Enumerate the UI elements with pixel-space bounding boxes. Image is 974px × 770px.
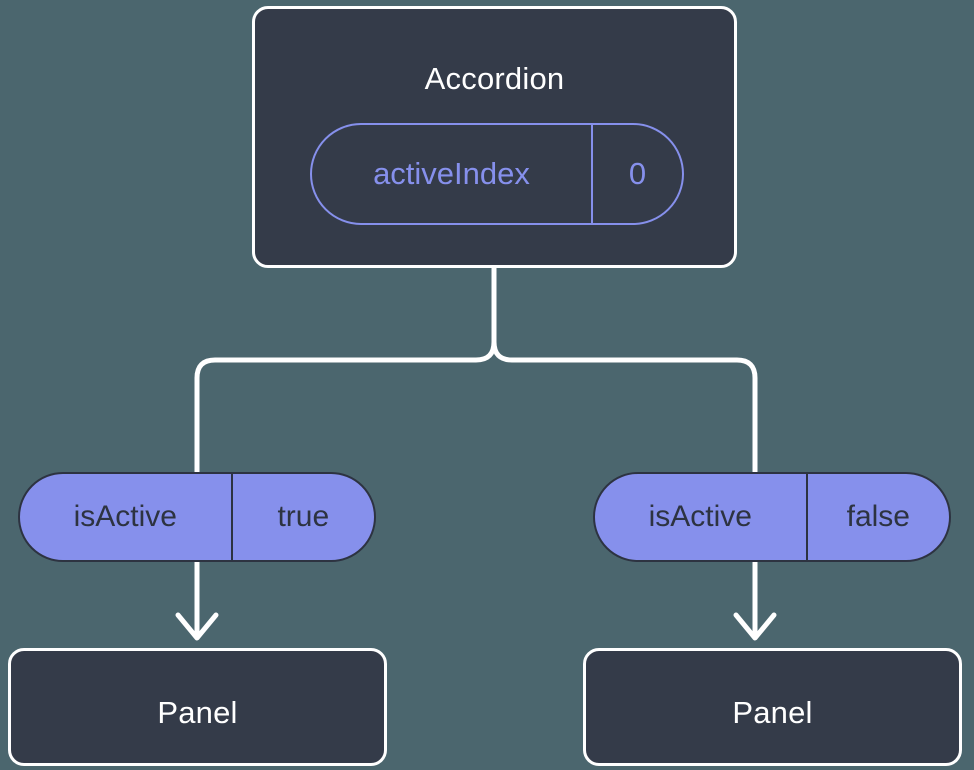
prop-pill-is-active-false[interactable]: isActive false — [593, 472, 951, 562]
arrowhead-left-icon — [175, 612, 219, 641]
prop-pill-is-active-true-value: true — [230, 474, 374, 560]
state-pill-active-index[interactable]: activeIndex 0 — [310, 123, 684, 225]
node-panel-right[interactable]: Panel — [583, 648, 962, 766]
edge-trunk-fork-right — [491, 265, 758, 475]
edge-trunk-fork — [194, 265, 497, 475]
prop-pill-is-active-true-key: isActive — [73, 500, 177, 533]
node-accordion[interactable]: Accordion activeIndex 0 — [252, 6, 737, 268]
node-panel-right-title: Panel — [732, 695, 813, 730]
prop-pill-is-active-false-key: isActive — [648, 500, 752, 533]
prop-pill-is-active-true[interactable]: isActive true — [18, 472, 376, 562]
node-panel-left-title: Panel — [157, 695, 238, 730]
state-pill-active-index-value: 0 — [590, 125, 682, 223]
node-panel-left[interactable]: Panel — [8, 648, 387, 766]
state-pill-active-index-key: activeIndex — [373, 156, 530, 191]
node-accordion-title: Accordion — [424, 61, 565, 96]
prop-pill-is-active-false-value: false — [805, 474, 949, 560]
arrowhead-right-icon — [733, 612, 777, 641]
